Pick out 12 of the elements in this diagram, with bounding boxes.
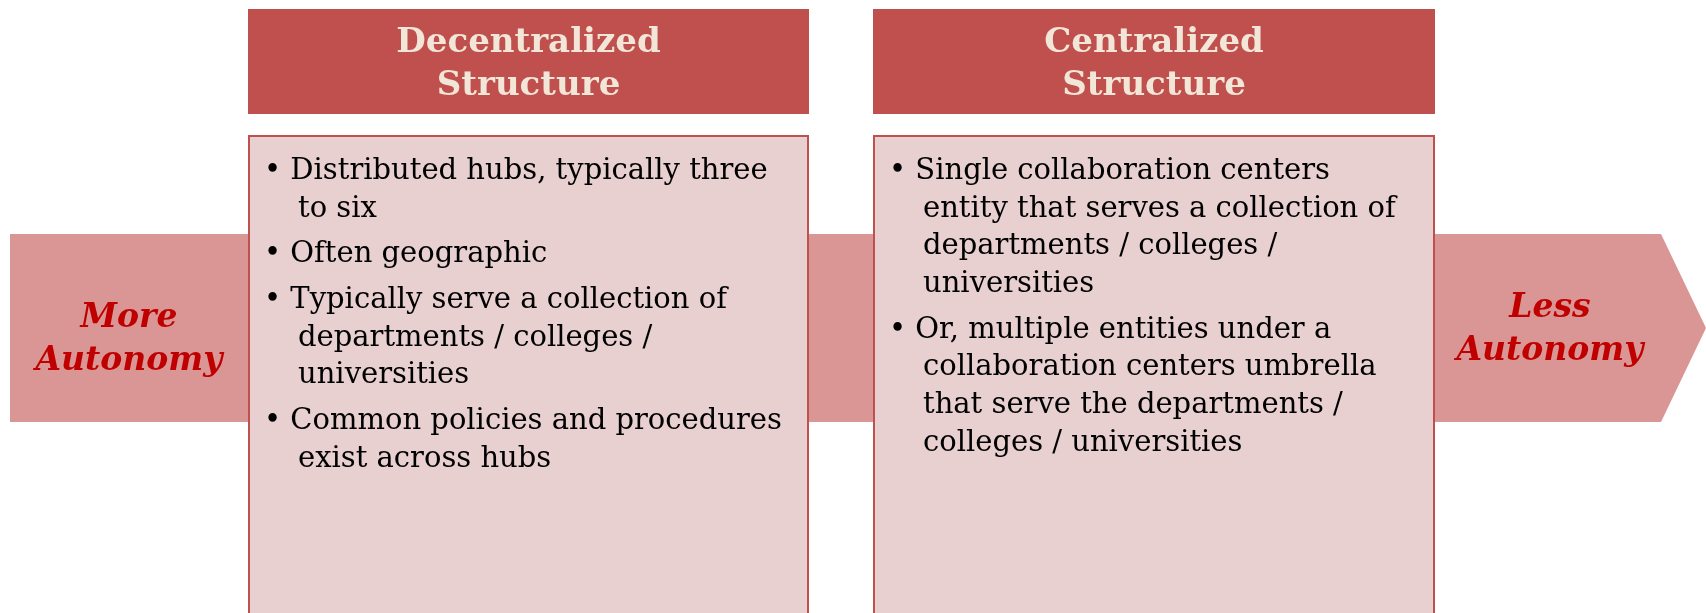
bullet-item: • Often geographic [264, 234, 549, 272]
bullet-item: • Common policies and procedures exist across hubs [264, 401, 783, 476]
bullet-item: • Or, multiple entities under a collaboration centers umbrella that serve the departments / colleges / universities [889, 309, 1378, 460]
header-banner: Decentralized Structure [248, 9, 809, 114]
content-panel [873, 135, 1435, 613]
bullet-item: • Typically serve a collection of departments / colleges / universities [264, 280, 730, 393]
content-panel [248, 135, 809, 613]
header-banner: Centralized Structure [873, 9, 1435, 114]
arrow-label: More Autonomy [32, 295, 226, 380]
bullet-item: • Single collaboration centers entity that serves a collection of departments / colleges / universities [889, 151, 1399, 302]
arrow-label: Less Autonomy [1453, 285, 1647, 370]
bullet-item: • Distributed hubs, typically three to six [264, 151, 769, 226]
